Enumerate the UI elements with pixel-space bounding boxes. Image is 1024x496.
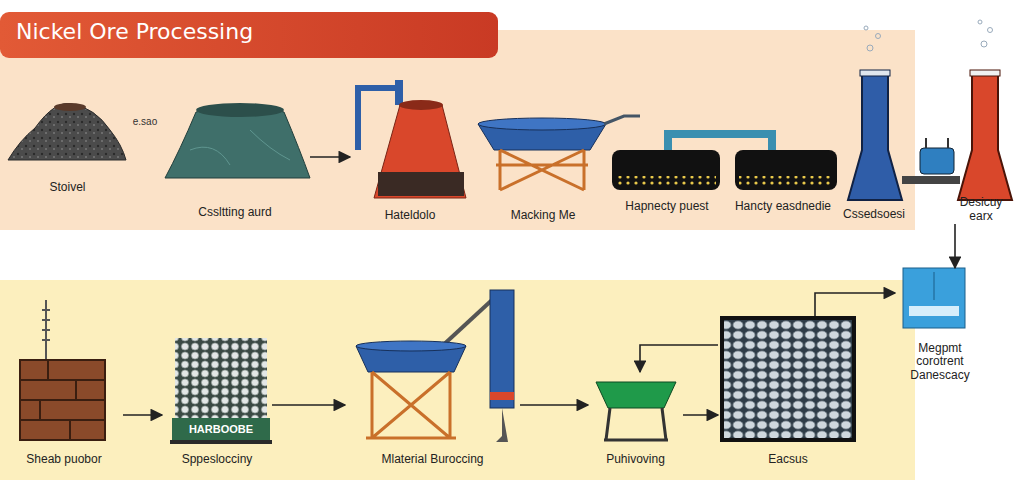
stage-label: Hancty easdnedie	[735, 200, 831, 214]
stage-label: Desicuy earx	[947, 196, 1015, 224]
stage-label: Megpmt corotrent Danescacy	[897, 342, 983, 383]
stage-label: Cssltting aurd	[198, 206, 271, 220]
process-stage: Stoivel	[5, 95, 130, 195]
stage-label: Stoivel	[49, 181, 85, 195]
flow-arrow	[954, 224, 956, 268]
process-stage: Cssltting aurd	[160, 95, 310, 220]
process-stage: Mlaterial Buroccing	[345, 290, 520, 467]
stage-label: Puhivoving	[606, 453, 665, 467]
diagram-title: Nickel Ore Processing	[16, 19, 253, 44]
process-stage: Cssedsoesi	[840, 70, 908, 222]
process-stage: Hateldolo	[350, 95, 470, 223]
process-stage: Megpmt corotrent Danescacy	[895, 268, 985, 383]
stage-label: Mlaterial Buroccing	[381, 453, 483, 467]
flow-arrow	[310, 156, 350, 158]
note-label: e.sao	[131, 116, 159, 127]
stage-label: Macking Me	[511, 209, 576, 223]
flow-arrow	[683, 414, 718, 416]
process-stage: Sppeslocciny	[162, 325, 272, 467]
stage-label: Eacsus	[768, 453, 807, 467]
note-label: HARBOOBE	[172, 423, 270, 435]
stage-label: Cssedsoesi	[843, 208, 905, 222]
process-stage: Macking Me	[478, 110, 608, 223]
process-stage: Hapnecty puest	[612, 140, 722, 214]
stage-label: Sheab puobor	[26, 453, 101, 467]
stage-label: Hateldolo	[385, 209, 436, 223]
process-stage: Hancty easdnedie	[728, 140, 838, 214]
process-stage: Puhivoving	[588, 372, 683, 467]
flow-arrow	[272, 404, 345, 406]
process-stage: Sheab puobor	[5, 300, 123, 467]
stage-label: Sppeslocciny	[182, 453, 253, 467]
process-stage: Desicuy earx	[945, 70, 1017, 224]
process-stage: Eacsus	[718, 316, 858, 467]
flow-arrow	[640, 345, 718, 372]
flow-arrow	[520, 404, 588, 406]
flow-arrow	[123, 414, 162, 416]
flow-arrow	[815, 293, 895, 316]
stage-label: Hapnecty puest	[625, 200, 708, 214]
